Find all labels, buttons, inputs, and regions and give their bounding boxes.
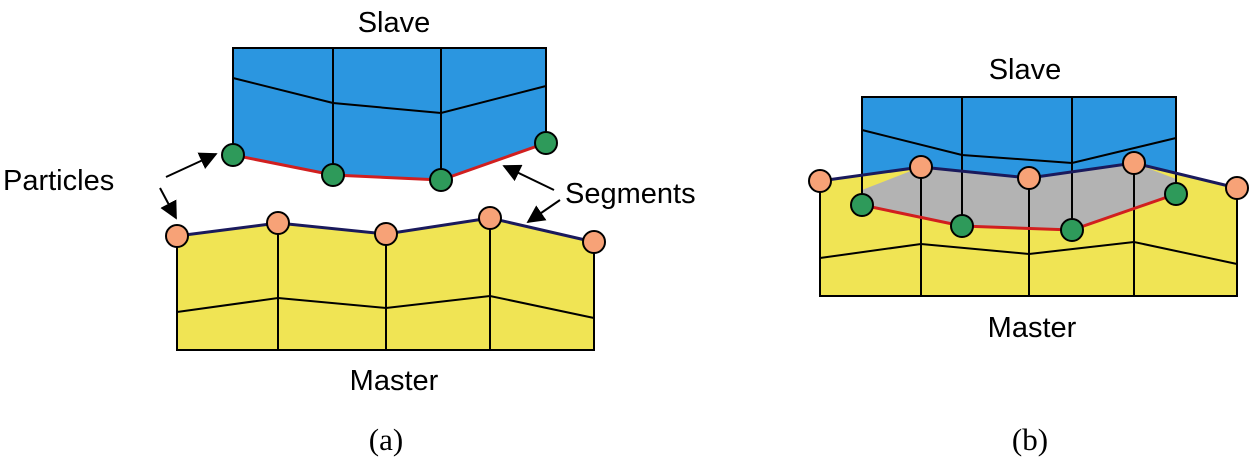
master-body-b xyxy=(819,97,1238,297)
particles-arrow-down xyxy=(159,187,177,220)
slave-particle xyxy=(950,214,974,238)
slave-particles-a xyxy=(221,131,558,192)
overlap-region xyxy=(862,163,1176,230)
master-particles-b xyxy=(808,151,1249,200)
master-particle xyxy=(266,211,290,235)
master-label-b: Master xyxy=(988,312,1077,344)
segments-label: Segments xyxy=(565,178,696,210)
slave-particles-b xyxy=(850,182,1188,242)
particles-arrow-up xyxy=(165,152,218,178)
segments-arrow-down xyxy=(526,199,561,224)
master-particle xyxy=(582,230,606,254)
slave-segment-b xyxy=(861,192,1177,232)
particles-label: Particles xyxy=(3,165,114,197)
slave-label-a: Slave xyxy=(358,7,431,39)
master-particle xyxy=(165,224,189,248)
master-particle xyxy=(374,222,398,246)
slave-particle xyxy=(850,193,874,217)
master-particles-a xyxy=(165,206,606,254)
slave-particle xyxy=(1164,182,1188,206)
segments-arrow-up xyxy=(502,164,555,191)
caption-b: (b) xyxy=(1012,422,1048,457)
slave-body-a xyxy=(232,47,547,182)
master-particle xyxy=(478,206,502,230)
master-particle xyxy=(1225,176,1249,200)
caption-a: (a) xyxy=(369,422,403,457)
master-label-a: Master xyxy=(350,365,439,397)
slave-particle xyxy=(534,131,558,155)
master-particle xyxy=(1017,166,1041,190)
slave-particle xyxy=(429,168,453,192)
slave-particle xyxy=(1060,218,1084,242)
panel-b: Slave Master (b) xyxy=(808,54,1249,457)
master-particle xyxy=(808,169,832,193)
master-particle xyxy=(909,155,933,179)
slave-particle xyxy=(221,143,245,167)
panel-a: Slave Master Particles Segments (a) xyxy=(3,7,696,457)
slave-label-b: Slave xyxy=(989,54,1062,86)
slave-particle xyxy=(321,163,345,187)
slave-segment-a xyxy=(232,141,547,182)
master-particle xyxy=(1122,151,1146,175)
